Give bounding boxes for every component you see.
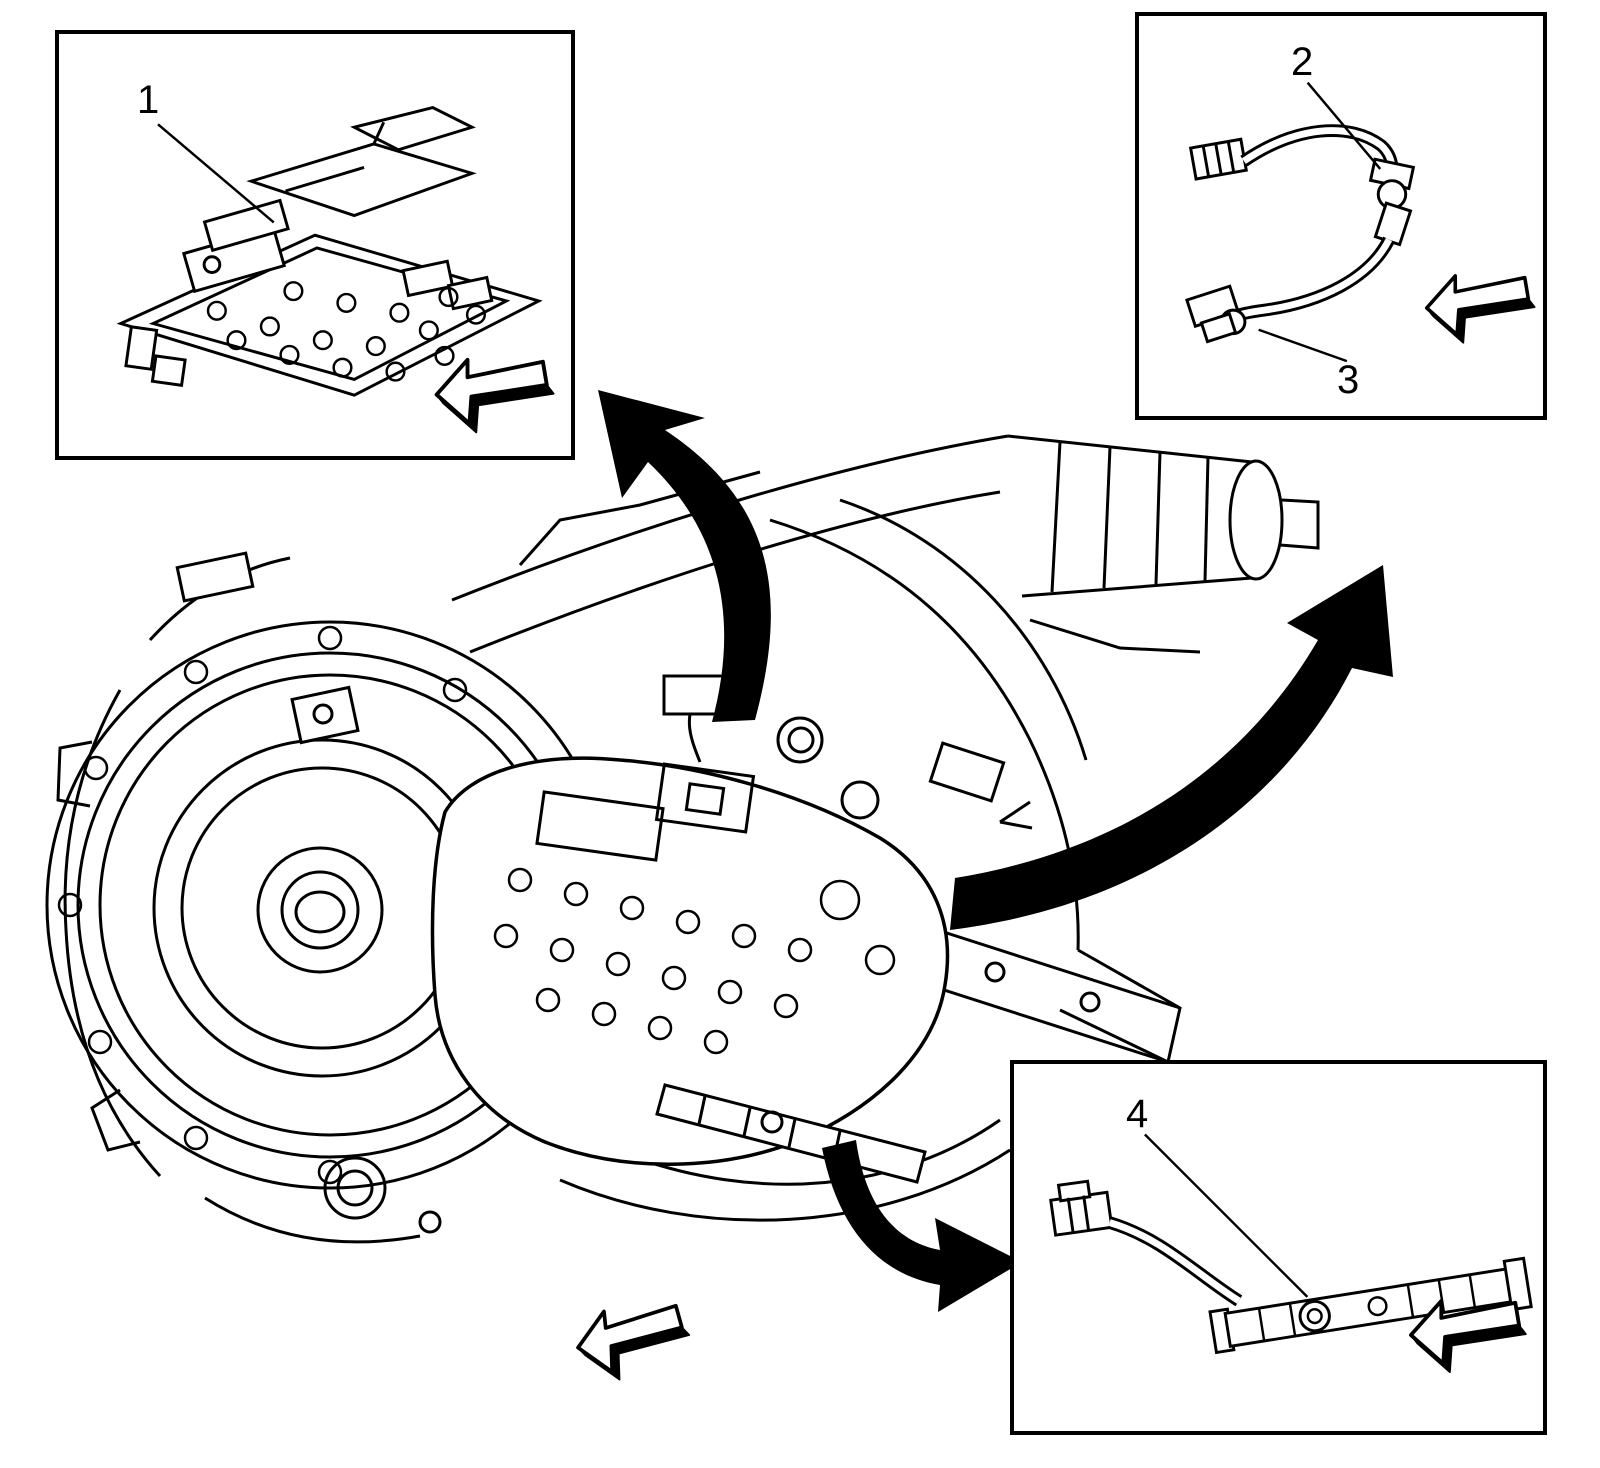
- callout-label-1: 1: [137, 78, 160, 122]
- speed-sensor-upper: [1368, 157, 1416, 247]
- harness-strip-bar: [1208, 1256, 1533, 1355]
- strip-wire: [1107, 1216, 1243, 1307]
- callout-1-leader: [157, 123, 275, 224]
- inset-harness-strip: 4: [1010, 1060, 1547, 1435]
- valve-body-cutaway: [430, 674, 950, 1184]
- motion-arrows: [598, 390, 1393, 1312]
- direction-arrow-icon: [434, 357, 556, 435]
- strip-connector: [1049, 1179, 1114, 1237]
- harness-wire-lower: [1226, 236, 1395, 324]
- plate-bolts: [206, 281, 487, 382]
- tcm-solenoid-stack: [181, 106, 477, 294]
- motion-arrow-to-inset-1: [598, 390, 771, 722]
- callout-label-3: 3: [1337, 358, 1360, 402]
- callout-3-leader: [1258, 328, 1348, 363]
- motion-arrow-to-inset-3: [822, 1140, 1022, 1312]
- callout-2-leader: [1306, 81, 1382, 170]
- speed-sensor-lower: [1185, 284, 1247, 344]
- harness-strip-illustration: [1049, 1133, 1533, 1374]
- callout-label-4: 4: [1126, 1092, 1149, 1136]
- inset-valve-body-assembly: 1: [55, 30, 575, 460]
- motion-arrow-to-inset-2: [950, 565, 1393, 930]
- inset-harness-sensors: 2 3: [1135, 12, 1547, 420]
- direction-arrow-icon: [1424, 274, 1537, 345]
- valve-body-bolts: [493, 867, 896, 1055]
- valve-body-assembly-illustration: [116, 106, 556, 435]
- harness-wire-upper: [1240, 124, 1399, 176]
- direction-arrow-icon: [572, 1300, 696, 1386]
- harness-sensors-illustration: [1185, 81, 1537, 363]
- case-brackets: [175, 551, 360, 745]
- extension-housing: [1007, 434, 1320, 654]
- callout-label-2: 2: [1291, 40, 1314, 84]
- callout-4-leader: [1144, 1133, 1309, 1298]
- harness-connector: [1188, 137, 1248, 181]
- flange-bolt-holes: [57, 625, 468, 1185]
